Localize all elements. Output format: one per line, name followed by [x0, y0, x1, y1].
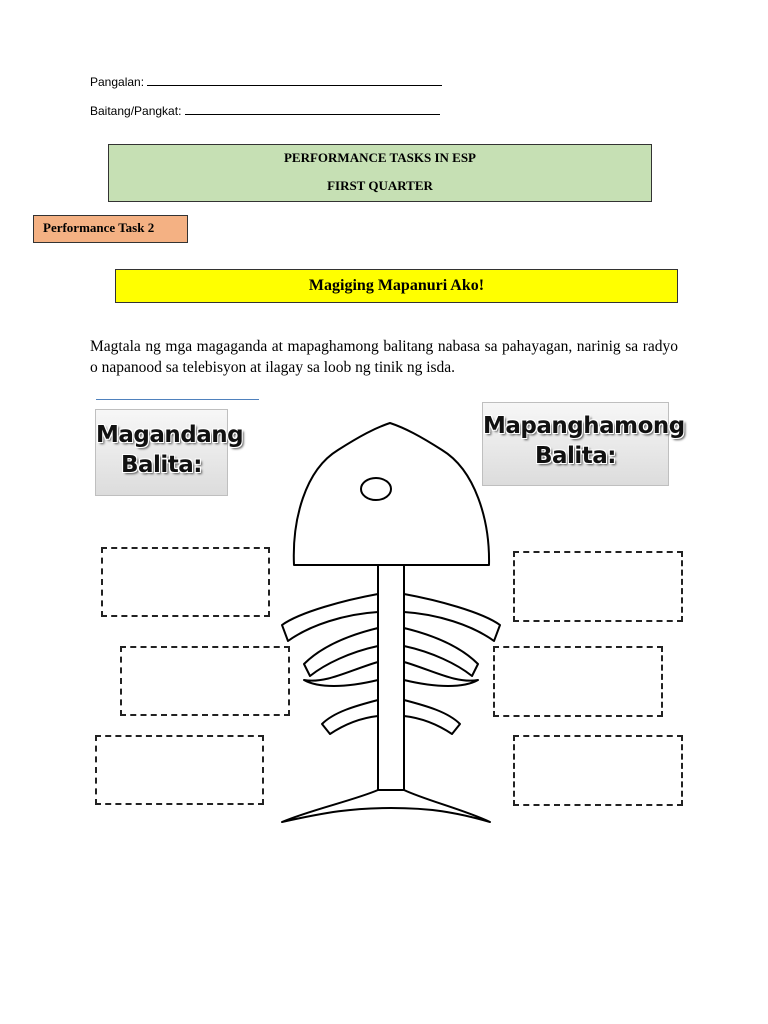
fish-eye	[361, 478, 391, 500]
fish-head	[294, 423, 489, 565]
mapanghamong-balita-box-1[interactable]	[513, 551, 683, 622]
magandang-balita-box-1[interactable]	[101, 547, 270, 617]
fish-rib	[322, 700, 378, 734]
magandang-balita-box-2[interactable]	[120, 646, 290, 716]
mapanghamong-balita-box-2[interactable]	[493, 646, 663, 717]
mapanghamong-balita-box-3[interactable]	[513, 735, 683, 806]
fish-rib	[404, 700, 460, 734]
fish-spine	[378, 565, 404, 795]
magandang-balita-box-3[interactable]	[95, 735, 264, 805]
fish-tail	[282, 790, 490, 822]
